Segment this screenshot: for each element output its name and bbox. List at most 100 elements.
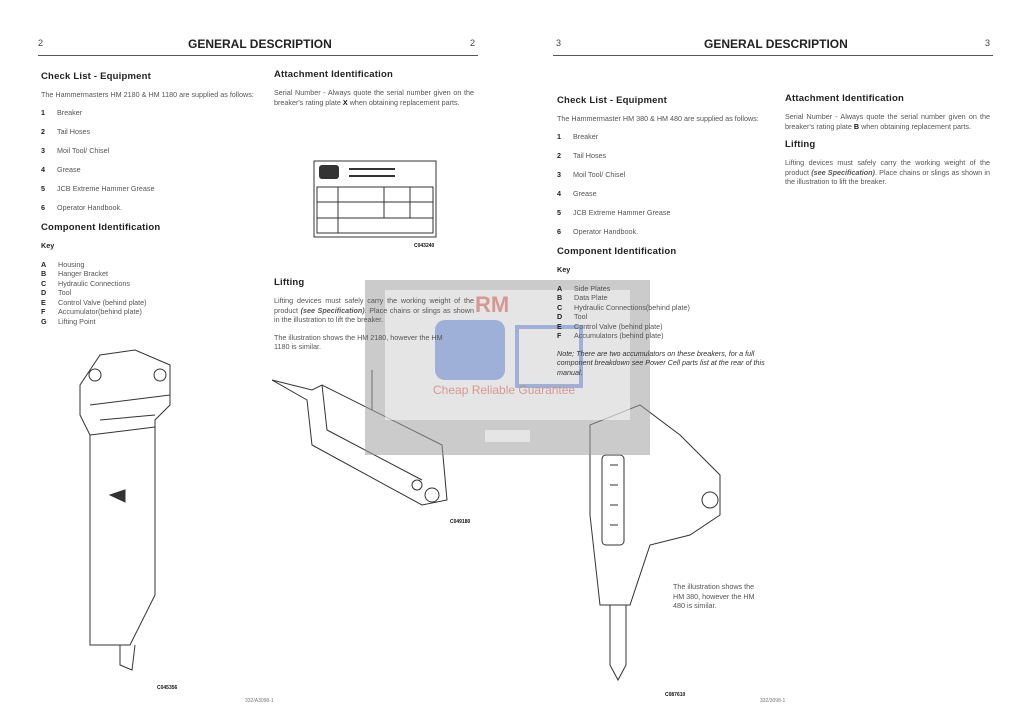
attachment-heading: Attachment Identification [785, 93, 905, 104]
figure-label: C049180 [450, 519, 471, 525]
checklist-item: 3 Moil Tool/ Chisel [557, 170, 772, 189]
item-marker: E [41, 297, 46, 307]
page-number: 3 [985, 38, 991, 48]
key-item: E Control Valve (behind plate) [41, 298, 256, 308]
text: Lifting devices must safely carry the wo… [274, 296, 474, 315]
rating-plate-drawing [313, 160, 437, 238]
breaker-drawing [79, 349, 171, 671]
spec-reference: (see Specification) [811, 167, 875, 177]
item-marker: 1 [41, 107, 45, 117]
footer-code: 332/A3098-1 [245, 698, 274, 704]
text: Lifting devices must safely carry the wo… [785, 158, 990, 177]
item-marker: D [557, 312, 563, 321]
key-item: A Housing [41, 260, 256, 270]
watermark-text: Cheap Reliable Guarantee [433, 383, 576, 397]
item-text: Control Valve (behind plate) [58, 297, 147, 307]
plate-mark: X [342, 97, 348, 107]
item-marker: 4 [41, 164, 45, 174]
footer-code: 332/3098-1 [760, 698, 786, 704]
checklist-section: Check List - Equipment The Hammermasters… [41, 71, 256, 326]
lifting-heading: Lifting [785, 139, 816, 150]
checklist-intro: The Hammermaster HM 380 & HM 480 are sup… [557, 114, 759, 123]
item-marker: 6 [41, 202, 45, 212]
page-number: 2 [470, 38, 476, 48]
spec-reference: (see Specification) [300, 305, 365, 315]
item-text: Hydraulic Connections(behind plate) [574, 302, 690, 312]
item-marker: 2 [41, 126, 45, 136]
illustration-text: The illustration shows the HM 380, howev… [673, 582, 755, 610]
item-marker: C [41, 278, 47, 288]
key-item: D Tool [41, 288, 256, 298]
item-marker: 3 [41, 145, 45, 155]
checklist-heading: Check List - Equipment [557, 95, 667, 106]
item-marker: E [557, 321, 562, 331]
watermark: RM Cheap Reliable Guarantee [365, 280, 650, 455]
text: when obtaining replacement parts. [859, 121, 971, 131]
attachment-text: Serial Number - Always quote the serial … [274, 88, 474, 107]
key-item: F Accumulators (behind plate) [557, 331, 772, 341]
text: when obtaining replacement parts. [347, 97, 460, 107]
item-text: Housing [58, 259, 85, 269]
item-text: Breaker [573, 131, 599, 141]
header-rule [38, 55, 478, 56]
item-text: JCB Extreme Hammer Grease [573, 207, 671, 217]
component-heading: Component Identification [557, 245, 677, 257]
item-marker: D [41, 288, 47, 297]
attachment-section: Attachment Identification Serial Number … [785, 93, 990, 187]
item-marker: C [557, 302, 563, 312]
checklist-item: 1 Breaker [41, 108, 256, 127]
item-marker: 1 [557, 131, 561, 141]
watermark-logo: RM [475, 292, 510, 317]
item-marker: 6 [557, 226, 561, 236]
lifting-text: Lifting devices must safely carry the wo… [274, 296, 474, 325]
watermark-icon [515, 325, 583, 388]
page-number: 2 [38, 38, 44, 48]
item-marker: A [41, 259, 47, 269]
page-title: GENERAL DESCRIPTION [188, 37, 332, 51]
item-text: Operator Handbook. [57, 202, 123, 212]
attachment-text: Serial Number - Always quote the serial … [785, 112, 990, 131]
figure-label: C043240 [414, 243, 435, 249]
item-text: Data Plate [574, 293, 608, 302]
item-marker: F [41, 307, 46, 316]
item-text: Tool [574, 312, 588, 321]
item-text: Accumulators (behind plate) [574, 331, 664, 340]
item-marker: G [41, 316, 47, 326]
text: Serial Number - Always quote the serial … [785, 112, 990, 131]
item-text: Tail Hoses [57, 126, 91, 136]
breaker-drawing [589, 404, 721, 682]
key-item: D Tool [557, 312, 772, 322]
figure-label: C087610 [665, 692, 686, 698]
key-label: Key [41, 240, 55, 250]
item-text: Tool [58, 288, 72, 297]
item-marker: F [557, 331, 562, 340]
text: Serial Number - Always quote the serial … [274, 88, 474, 107]
text: . Place chains or slings as shown in the… [274, 305, 474, 325]
item-marker: 3 [557, 169, 561, 179]
page-number: 3 [556, 38, 562, 48]
item-text: Breaker [57, 107, 83, 117]
page-title: GENERAL DESCRIPTION [704, 37, 848, 51]
item-text: Tail Hoses [573, 150, 607, 160]
monitor-stand [485, 430, 530, 442]
lifting-text: Lifting devices must safely carry the wo… [785, 158, 990, 187]
key-item: C Hydraulic Connections(behind plate) [557, 303, 772, 313]
checklist-item: 1 Breaker [557, 132, 772, 151]
item-text: Moil Tool/ Chisel [573, 169, 626, 179]
checklist-heading: Check List - Equipment [41, 71, 151, 82]
checklist-item: 2 Tail Hoses [41, 127, 256, 146]
lifting-section: Lifting Lifting devices must safely carr… [274, 277, 474, 352]
